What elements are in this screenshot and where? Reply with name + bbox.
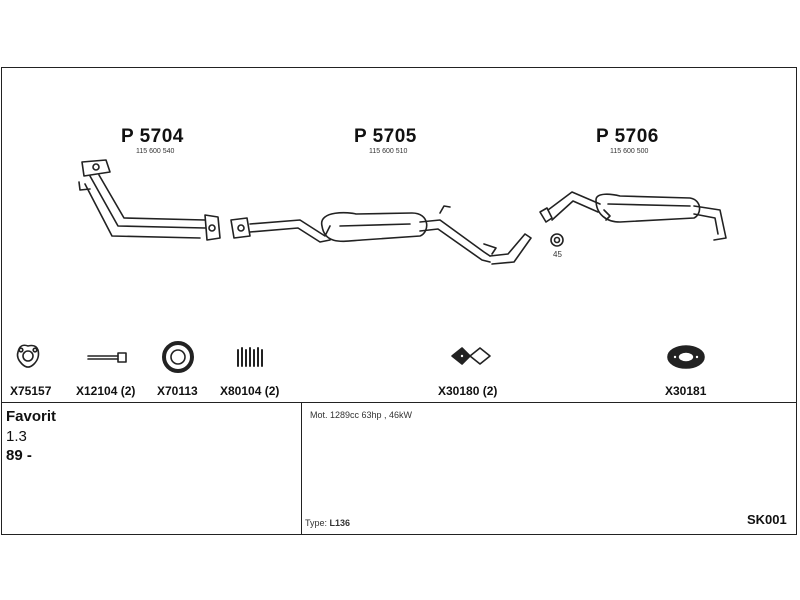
part-code-p5706: 115 600 500: [610, 148, 649, 155]
part-label-p5704: P 5704: [121, 126, 184, 147]
accessory-label-x75157: X75157: [10, 384, 52, 398]
type-label: Type:: [305, 518, 328, 528]
flange-gasket-drawing: [16, 344, 40, 368]
rubber-hanger-drawing: [451, 347, 491, 365]
vehicle-engine: 1.3: [6, 428, 27, 445]
accessory-label-x30180: X30180 (2): [438, 384, 498, 398]
middle-muffler-drawing: [230, 205, 532, 265]
vehicle-year: 89 -: [6, 447, 32, 464]
accessory-label-x70113: X70113: [157, 384, 198, 398]
type-line: Type: L136: [305, 518, 350, 528]
reference-code: SK001: [747, 512, 787, 527]
part-label-p5706: P 5706: [596, 126, 659, 147]
part-label-p5705: P 5705: [354, 126, 417, 147]
type-value: L136: [329, 518, 351, 528]
accessory-label-x80104: X80104 (2): [220, 384, 280, 398]
diagram-frame: [1, 67, 797, 535]
table-divider-horizontal: [1, 402, 797, 403]
vehicle-model: Favorit: [6, 408, 57, 425]
rear-muffler-drawing: [539, 191, 727, 241]
accessory-label-x30181: X30181: [665, 384, 707, 398]
motor-spec: Mot. 1289cc 63hp , 46kW: [310, 410, 413, 420]
part-code-p5704: 115 600 540: [136, 148, 175, 155]
spring-drawing: [237, 347, 263, 367]
rubber-mount-drawing: [667, 345, 705, 369]
clamp-drawing: [550, 233, 564, 247]
bolt-drawing: [87, 352, 127, 363]
table-divider-vertical: [301, 402, 302, 535]
ring-gasket-drawing: [162, 341, 194, 373]
clamp-note: 45: [553, 250, 562, 259]
front-pipe-drawing: [78, 159, 221, 241]
accessory-label-x12104: X12104 (2): [76, 384, 136, 398]
part-code-p5705: 115 600 510: [369, 148, 408, 155]
